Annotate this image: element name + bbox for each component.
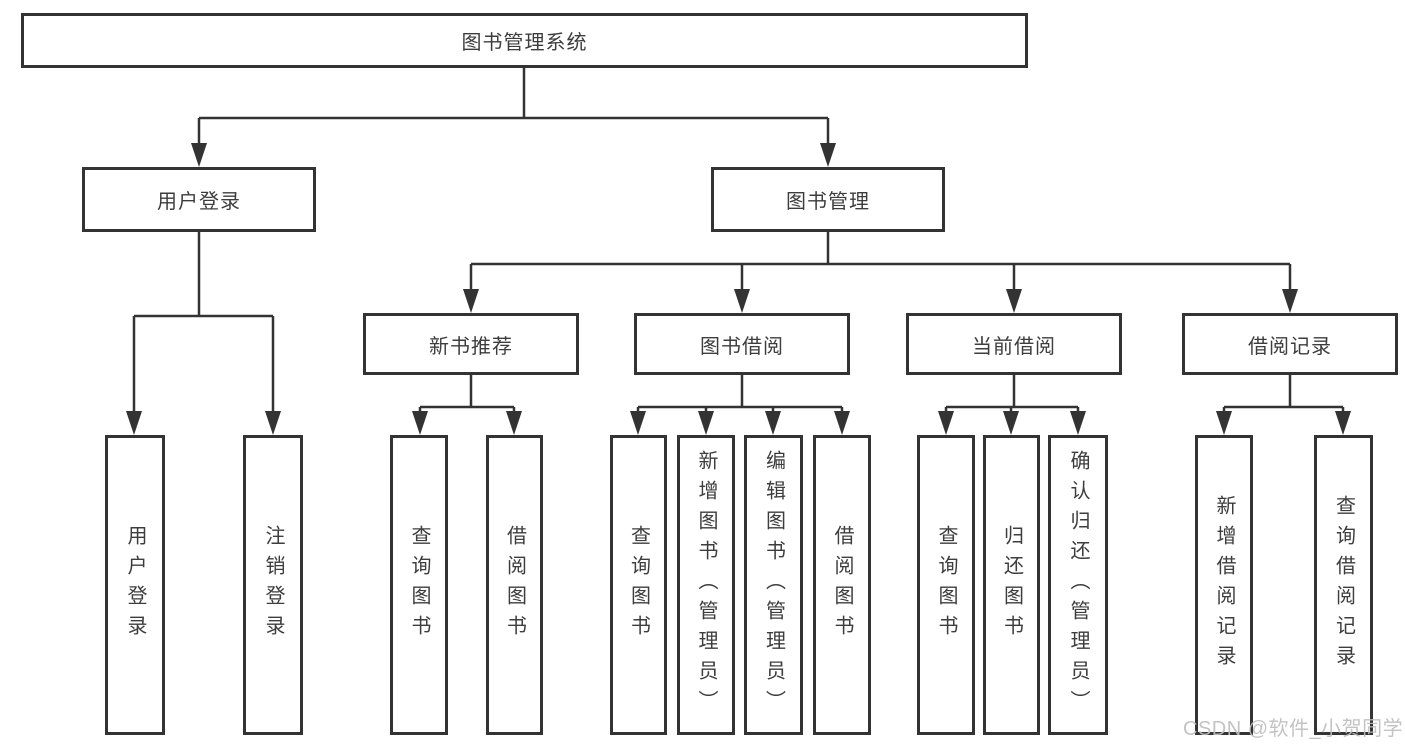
leaf-borrow-book-2: 借阅图书 (813, 435, 871, 735)
leaf-return-book: 归还图书 (983, 435, 1040, 735)
leaf-borrow-book-2-label: 借阅图书 (831, 525, 853, 645)
node-book-management: 图书管理 (711, 167, 945, 232)
leaf-borrow-book-1-label: 借阅图书 (503, 525, 526, 645)
leaf-logout: 注销登录 (243, 435, 303, 735)
node-borrow-record: 借阅记录 (1182, 313, 1398, 375)
leaf-logout-label: 注销登录 (262, 525, 284, 645)
node-book-borrow: 图书借阅 (634, 313, 850, 375)
leaf-query-book-3-label: 查询图书 (935, 525, 957, 645)
leaf-user-login: 用户登录 (105, 435, 165, 735)
node-new-book-recommend: 新书推荐 (363, 313, 579, 375)
leaf-query-book-2-label: 查询图书 (627, 525, 650, 645)
leaf-query-book-1-label: 查询图书 (408, 525, 430, 645)
leaf-query-borrow-record: 查询借阅记录 (1314, 435, 1373, 735)
leaf-query-borrow-record-label: 查询借阅记录 (1332, 495, 1355, 675)
watermark-text: CSDN @软件_小贺同学 (1183, 718, 1404, 740)
leaf-add-borrow-record-label: 新增借阅记录 (1213, 495, 1235, 675)
leaf-user-login-label: 用户登录 (124, 525, 146, 645)
leaf-return-book-label: 归还图书 (1000, 525, 1023, 645)
leaf-query-book-3: 查询图书 (917, 435, 975, 735)
node-library-system: 图书管理系统 (21, 13, 1028, 68)
leaf-add-book-admin-label: 新增图书（管理员） (695, 450, 717, 720)
leaf-confirm-return-admin-label: 确认归还（管理员） (1067, 450, 1089, 720)
leaf-borrow-book-1: 借阅图书 (486, 435, 543, 735)
node-current-borrow: 当前借阅 (906, 313, 1122, 375)
leaf-confirm-return-admin: 确认归还（管理员） (1048, 435, 1108, 735)
leaf-add-book-admin: 新增图书（管理员） (677, 435, 735, 735)
leaf-add-borrow-record: 新增借阅记录 (1195, 435, 1253, 735)
node-user-login: 用户登录 (82, 167, 316, 232)
leaf-query-book-2: 查询图书 (610, 435, 667, 735)
leaf-edit-book-admin-label: 编辑图书（管理员） (762, 450, 785, 720)
leaf-edit-book-admin: 编辑图书（管理员） (744, 435, 803, 735)
leaf-query-book-1: 查询图书 (390, 435, 448, 735)
